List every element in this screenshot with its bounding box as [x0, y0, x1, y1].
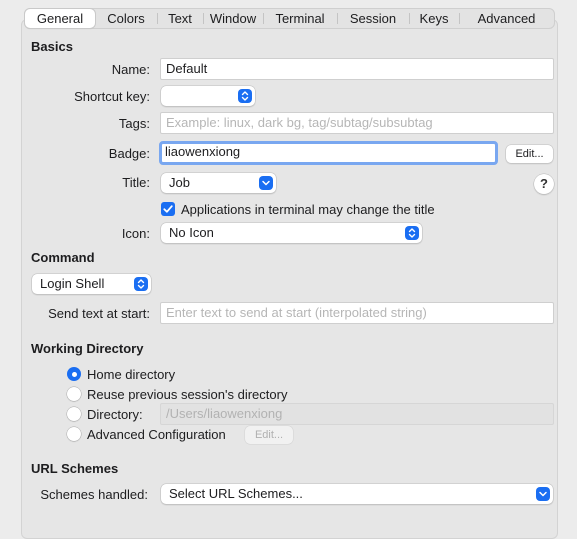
title-label: Title:	[122, 175, 150, 190]
working-directory-heading: Working Directory	[31, 341, 144, 356]
apps-change-title-label: Applications in terminal may change the …	[181, 202, 435, 217]
title-popup[interactable]: Job	[161, 173, 276, 193]
tags-label: Tags:	[118, 116, 150, 131]
badge-edit-button[interactable]: Edit...	[506, 145, 553, 163]
send-text-field[interactable]: Enter text to send at start (interpolate…	[160, 302, 554, 324]
tab-general[interactable]: General	[25, 9, 95, 28]
advanced-configuration-label: Advanced Configuration	[87, 427, 226, 442]
reuse-previous-label: Reuse previous session's directory	[87, 387, 288, 402]
chevron-down-icon	[259, 176, 273, 190]
advanced-edit-button[interactable]: Edit...	[245, 426, 293, 444]
tab-session[interactable]: Session	[337, 9, 409, 28]
tab-colors[interactable]: Colors	[107, 11, 145, 26]
send-text-label: Send text at start:	[48, 306, 150, 321]
tags-field[interactable]: Example: linux, dark bg, tag/subtag/subs…	[160, 112, 554, 134]
updown-chevron-icon	[238, 89, 252, 103]
tab-window[interactable]: Window	[203, 9, 263, 28]
home-directory-label: Home directory	[87, 367, 176, 382]
url-schemes-value: Select URL Schemes...	[169, 486, 303, 501]
directory-path-field[interactable]: /Users/liaowenxiong	[160, 403, 554, 425]
basics-heading: Basics	[31, 39, 73, 54]
icon-label: Icon:	[121, 226, 150, 241]
command-heading: Command	[31, 250, 95, 265]
chevron-down-icon	[536, 487, 550, 501]
icon-value: No Icon	[169, 225, 214, 240]
command-shell-value: Login Shell	[40, 276, 105, 291]
name-label: Name:	[111, 62, 150, 77]
radio-directory[interactable]	[67, 407, 81, 421]
name-field[interactable]: Default	[160, 58, 554, 80]
radio-advanced-configuration[interactable]	[67, 427, 81, 441]
radio-reuse-previous[interactable]	[67, 387, 81, 401]
checkmark-icon	[163, 205, 173, 213]
tab-text[interactable]: Text	[157, 9, 203, 28]
tab-bar: General Colors Text Window Terminal Sess…	[24, 8, 555, 29]
tab-terminal[interactable]: Terminal	[263, 9, 337, 28]
shortcut-key-label: Shortcut key:	[74, 89, 150, 104]
tab-keys[interactable]: Keys	[409, 9, 459, 28]
help-button[interactable]: ?	[534, 174, 554, 194]
directory-label: Directory:	[87, 407, 143, 422]
title-value: Job	[169, 175, 190, 190]
updown-chevron-icon	[405, 226, 419, 240]
updown-chevron-icon	[134, 277, 148, 291]
command-shell-popup[interactable]: Login Shell	[32, 274, 151, 294]
radio-home-directory[interactable]	[67, 367, 81, 381]
url-schemes-popup[interactable]: Select URL Schemes...	[161, 484, 553, 504]
schemes-handled-label: Schemes handled:	[40, 487, 148, 502]
apps-change-title-checkbox[interactable]	[161, 202, 175, 216]
badge-field[interactable]: liaowenxiong	[159, 141, 498, 165]
tab-advanced[interactable]: Advanced	[459, 9, 554, 28]
badge-label: Badge:	[108, 146, 150, 161]
shortcut-key-popup[interactable]	[161, 86, 255, 106]
url-schemes-heading: URL Schemes	[31, 461, 119, 476]
icon-popup[interactable]: No Icon	[161, 223, 422, 243]
